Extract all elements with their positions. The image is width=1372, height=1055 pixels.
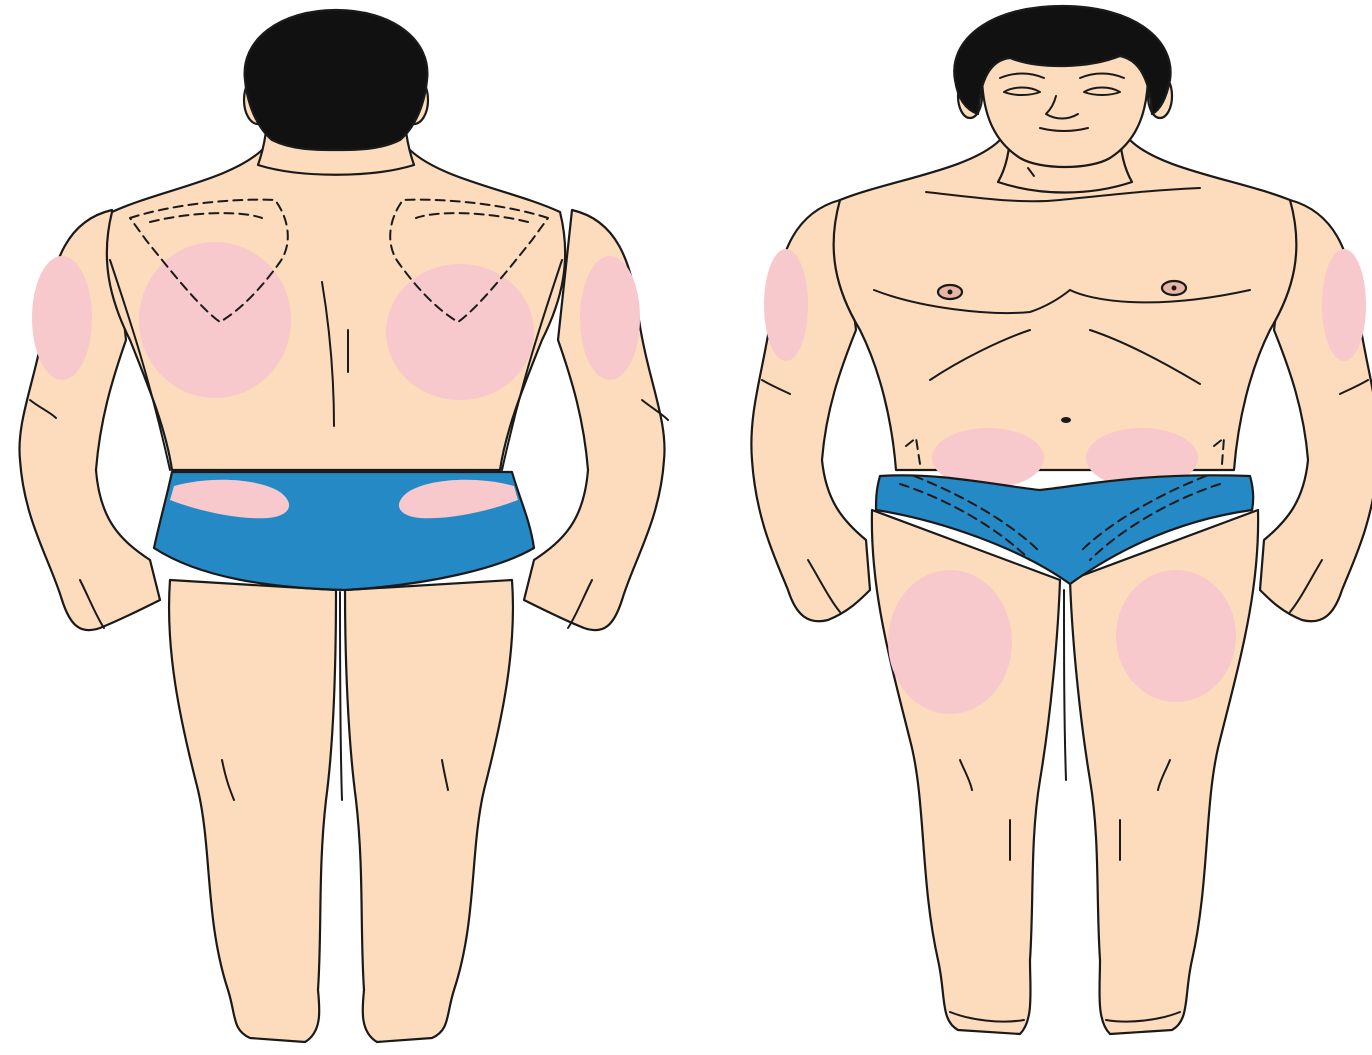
front-left-thigh-site <box>1116 570 1236 702</box>
front-navel <box>1061 417 1071 423</box>
back-left-upper-arm-site <box>32 256 92 380</box>
front-left-upper-arm-site <box>1322 249 1366 361</box>
back-left-leg <box>169 580 336 1042</box>
front-right-nipple <box>938 285 962 299</box>
back-right-upper-arm-site <box>580 256 640 380</box>
back-view-figure <box>19 10 668 1042</box>
front-leg-gap-line <box>1064 590 1066 780</box>
front-view-figure <box>751 6 1372 1034</box>
front-right-thigh-site <box>888 570 1012 714</box>
back-left-upper-back-site <box>139 242 291 398</box>
back-leg-gap-line <box>340 592 342 800</box>
front-right-upper-arm-site <box>764 249 808 361</box>
front-left-nipple <box>1162 281 1186 295</box>
back-right-upper-back-site <box>386 264 534 400</box>
back-right-leg <box>345 580 513 1042</box>
back-head-hair <box>245 10 428 150</box>
